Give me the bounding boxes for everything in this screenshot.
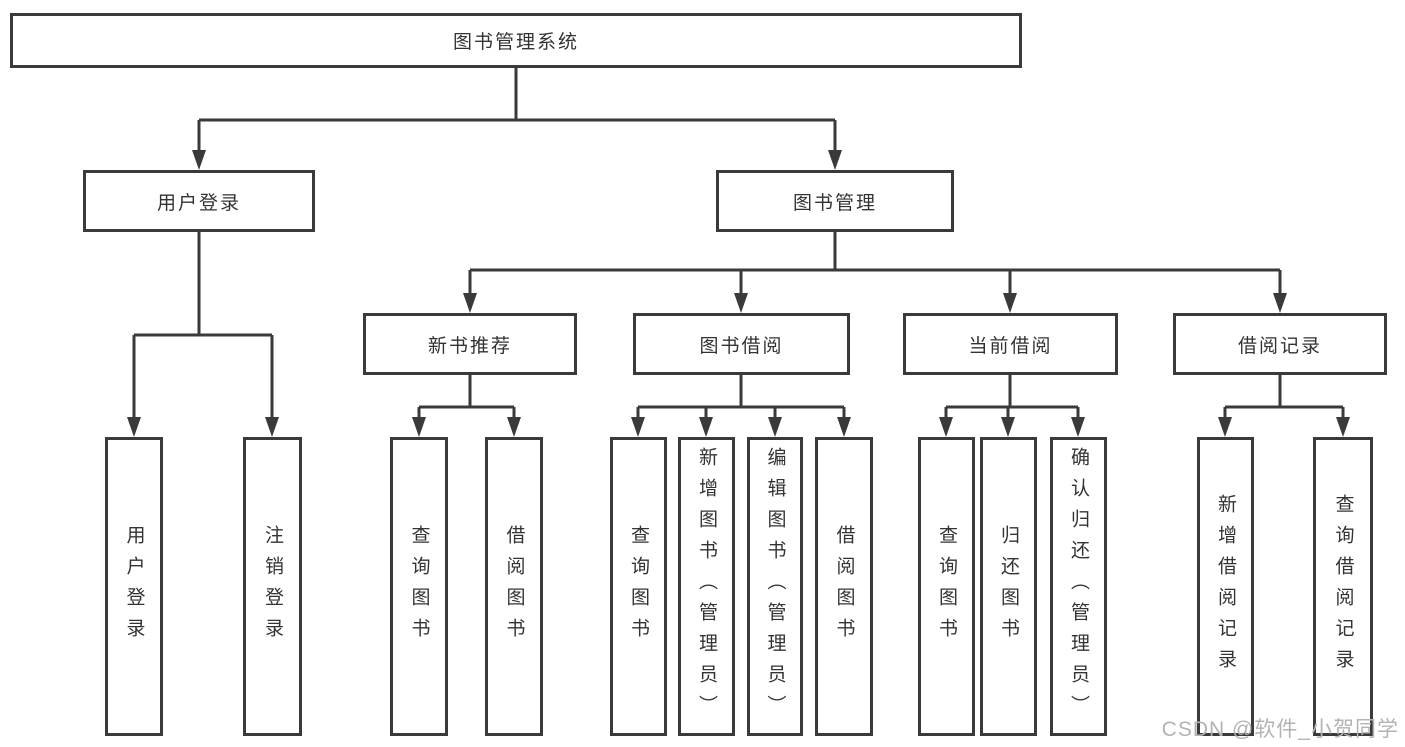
leaf-confirm-return-admin: 确认归还（管理员） [1050,437,1107,736]
leaf-label: 确认归还（管理员） [1068,447,1089,726]
node-label: 用户登录 [156,192,241,214]
leaf-label: 新增图书（管理员） [696,447,717,726]
connector-currentborrow-to-leaves [944,375,1080,420]
leaf-label: 借阅图书 [503,524,525,649]
leaf-query-borrow-record: 查询借阅记录 [1313,437,1373,736]
node-book-management: 图书管理 [716,170,954,232]
connector-bookmgmt-to-level3 [468,232,1282,296]
connector-userlogin-to-leaves [132,232,274,420]
connector-bookborrow-to-leaves [636,375,846,420]
leaf-label: 查询借阅记录 [1332,493,1354,680]
node-label: 图书管理系统 [452,32,579,53]
connector-newbook-to-leaves [417,375,516,420]
leaf-label: 查询图书 [408,524,430,649]
leaf-query-books-borrow: 查询图书 [610,437,667,736]
leaf-edit-books-admin: 编辑图书（管理员） [747,437,803,736]
leaf-label: 新增借阅记录 [1215,493,1236,680]
node-label: 图书管理 [792,192,877,214]
leaf-add-borrow-record: 新增借阅记录 [1197,437,1254,736]
leaf-label: 查询图书 [628,524,649,649]
connector-root-to-level2 [197,68,837,153]
node-current-borrowing: 当前借阅 [903,313,1118,375]
leaf-query-books-newbook: 查询图书 [390,437,448,736]
node-borrowing-records: 借阅记录 [1173,313,1387,375]
leaf-user-login: 用户登录 [105,437,163,736]
node-label: 当前借阅 [968,335,1053,357]
connector-records-to-leaves [1223,375,1345,420]
node-user-login: 用户登录 [83,170,315,232]
node-new-book-recommendation: 新书推荐 [363,313,577,375]
leaf-label: 用户登录 [123,524,145,649]
leaf-label: 归还图书 [998,524,1019,649]
leaf-label: 查询图书 [936,524,957,649]
node-library-management-system: 图书管理系统 [10,13,1022,68]
leaf-borrow-books-borrow: 借阅图书 [815,437,873,736]
leaf-label: 借阅图书 [833,524,855,649]
leaf-return-books: 归还图书 [980,437,1037,736]
leaf-label: 编辑图书（管理员） [764,447,786,726]
leaf-logout: 注销登录 [243,437,302,736]
leaf-query-books-current: 查询图书 [918,437,975,736]
leaf-borrow-books-newbook: 借阅图书 [485,437,543,736]
node-label: 图书借阅 [699,335,784,357]
node-label: 新书推荐 [427,335,512,357]
leaf-add-books-admin: 新增图书（管理员） [678,437,735,736]
csdn-watermark: CSDN @软件_小贺同学 [1161,718,1399,741]
node-label: 借阅记录 [1237,335,1322,357]
node-book-borrowing: 图书借阅 [633,313,850,375]
leaf-label: 注销登录 [262,524,283,649]
